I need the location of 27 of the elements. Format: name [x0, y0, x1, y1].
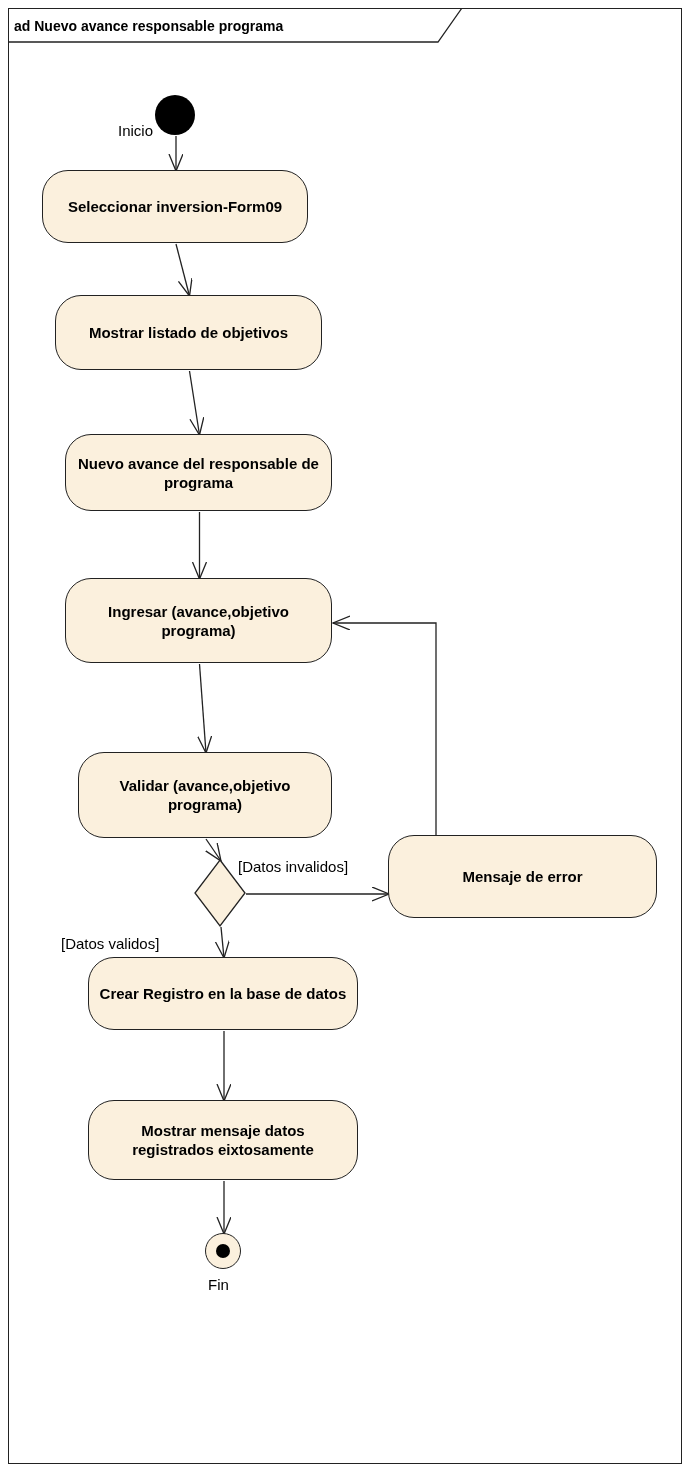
arrow [214, 926, 230, 959]
node-label: Fin [208, 1276, 229, 1293]
initial-node [155, 95, 195, 135]
arrow [245, 886, 390, 902]
edge-label: [Datos invalidos] [238, 858, 349, 875]
action-box: Mostrar mensaje datos registrados eixtosamente [88, 1100, 358, 1180]
arrow [175, 243, 193, 297]
action-box: Nuevo avance del responsable de programa [65, 434, 332, 511]
action-box: Seleccionar inversion-Form09 [42, 170, 308, 243]
arrow [191, 511, 208, 580]
node-label: Inicio [118, 122, 154, 139]
arrow [168, 135, 184, 172]
arrow [188, 370, 205, 436]
arrow [197, 663, 213, 754]
action-box: Mostrar listado de objetivos [55, 295, 322, 370]
frame [8, 8, 682, 1464]
arrow [205, 838, 222, 862]
action-box: Ingresar (avance,objetivo programa) [65, 578, 332, 663]
arrow [216, 1180, 232, 1235]
arrow [216, 1030, 232, 1102]
arrow [332, 615, 437, 837]
action-box: Mensaje de error [388, 835, 657, 918]
action-box: Crear Registro en la base de datos [88, 957, 358, 1030]
edge-label: [Datos validos] [61, 935, 160, 952]
final-node [205, 1233, 241, 1269]
frame-title: ad Nuevo avance responsable programa [14, 18, 284, 34]
action-box: Validar (avance,objetivo programa) [78, 752, 332, 838]
